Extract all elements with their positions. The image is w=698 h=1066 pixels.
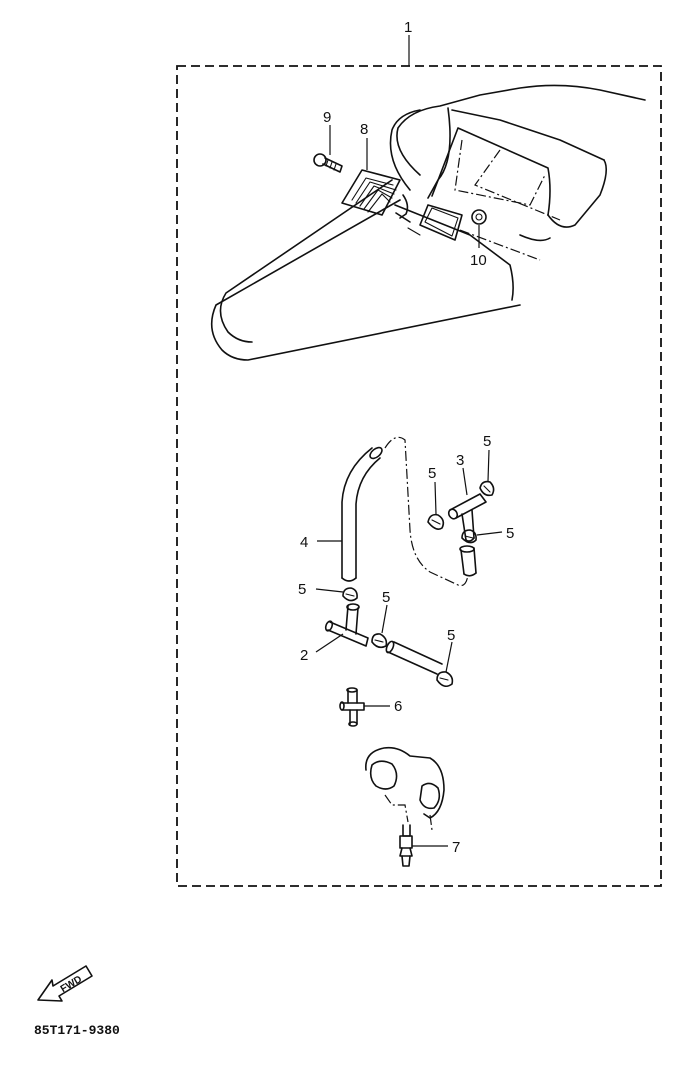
callout-10: 10 bbox=[470, 252, 487, 269]
fwd-arrow: FWD bbox=[37, 965, 93, 1002]
clamp-5e bbox=[371, 633, 388, 649]
assembly-frame bbox=[176, 65, 662, 887]
callout-4: 4 bbox=[300, 534, 308, 551]
part-2-tee bbox=[324, 603, 369, 647]
callout-6: 6 bbox=[394, 698, 402, 715]
fwd-arrow-icon bbox=[37, 965, 93, 1002]
hull-deck bbox=[210, 84, 646, 361]
callout-2: 2 bbox=[300, 647, 308, 664]
clamp-5a bbox=[427, 513, 445, 530]
callout-8: 8 bbox=[360, 121, 368, 138]
leader-5d bbox=[315, 588, 344, 593]
leader-2 bbox=[315, 633, 344, 653]
callout-5a: 5 bbox=[428, 465, 436, 482]
clamp-5b bbox=[479, 480, 495, 497]
short-hose-piece bbox=[459, 545, 477, 577]
clamp-5d bbox=[342, 587, 358, 602]
callout-5b: 5 bbox=[483, 433, 491, 450]
leader-5a bbox=[434, 481, 437, 515]
callout-9: 9 bbox=[323, 109, 331, 126]
callout-5d: 5 bbox=[298, 581, 306, 598]
straight-hose bbox=[385, 640, 443, 675]
clamp-5c bbox=[461, 529, 477, 544]
pump-bracket bbox=[365, 746, 445, 831]
leader-5b bbox=[487, 449, 490, 482]
part-7-fitting bbox=[399, 824, 413, 867]
callout-1: 1 bbox=[404, 19, 412, 36]
leader-5f bbox=[445, 641, 453, 673]
part-6-tee bbox=[339, 687, 365, 727]
leader-5e bbox=[381, 604, 388, 634]
leader-3 bbox=[462, 467, 468, 496]
part-4-hose bbox=[341, 446, 383, 582]
hose-routing bbox=[384, 436, 469, 587]
callout-5e: 5 bbox=[382, 589, 390, 606]
part-code: 85T171-9380 bbox=[34, 1023, 120, 1038]
fwd-label: FWD bbox=[59, 974, 84, 995]
clamp-5f bbox=[436, 671, 454, 688]
callout-5f: 5 bbox=[447, 627, 455, 644]
part-8-grille bbox=[341, 169, 401, 216]
part-3-tee bbox=[447, 493, 487, 542]
callout-3: 3 bbox=[456, 452, 464, 469]
callout-7: 7 bbox=[452, 839, 460, 856]
callout-5c: 5 bbox=[506, 525, 514, 542]
part-10-nut bbox=[471, 209, 487, 225]
leader-5c bbox=[476, 531, 503, 536]
part-9-screw bbox=[313, 153, 343, 173]
